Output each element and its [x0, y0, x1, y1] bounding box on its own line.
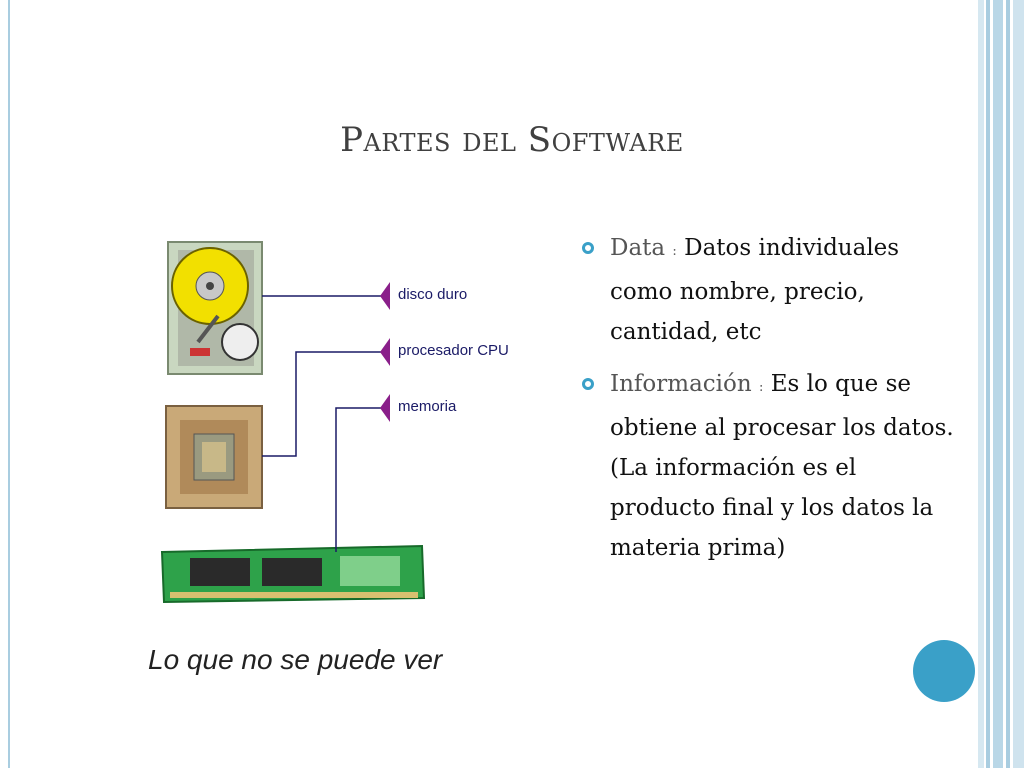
bullet-text: Datos individuales como nombre, precio, … [610, 235, 900, 345]
memory-arrow-icon [380, 394, 390, 422]
memory-label: memoria [398, 398, 457, 415]
bullet-item-data: Data : Datos individuales como nombre, p… [580, 228, 965, 352]
right-border-band [978, 0, 984, 768]
bullet-list: Data : Datos individuales como nombre, p… [580, 228, 965, 580]
bullet-circle-icon [582, 378, 594, 390]
disk-label: disco duro [398, 286, 468, 303]
bullet-item-informacion: Información : Es lo que se obtiene al pr… [580, 364, 965, 568]
bullet-circle-icon [582, 242, 594, 254]
cpu-arrow-icon [380, 338, 390, 366]
bullet-term: Data [610, 235, 666, 261]
right-border-band [993, 0, 1003, 768]
caption-text: Lo que no se puede ver [148, 644, 443, 675]
memory-connector-line [335, 407, 386, 552]
right-border-band [986, 0, 990, 768]
disk-arrow-icon [380, 282, 390, 310]
slide-title: Partes del Software [340, 120, 684, 160]
hard-disk-image [167, 241, 263, 375]
bullet-text: Es lo que se obtiene al procesar los dat… [610, 371, 954, 561]
cpu-connector-line [262, 351, 386, 457]
bullet-separator: : [672, 244, 677, 259]
bullet-term: Información [610, 371, 752, 397]
hardware-diagram: disco duro procesador CPU memoria [150, 230, 530, 610]
memory-module-image [160, 544, 426, 604]
cpu-chip-image [165, 405, 263, 509]
right-border-band [1006, 0, 1010, 768]
right-border-band [1013, 0, 1024, 768]
cpu-label: procesador CPU [398, 342, 509, 359]
bullet-separator: : [759, 380, 764, 395]
decorative-circle [913, 640, 975, 702]
left-border-rule [8, 0, 10, 768]
